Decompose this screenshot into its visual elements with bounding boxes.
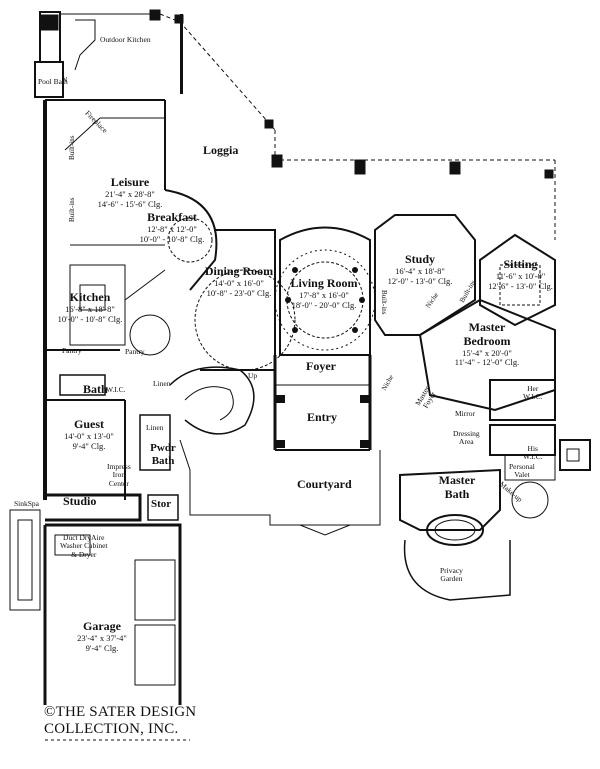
leisure-dim: 21'-4" x 28'-8" (105, 188, 155, 199)
leisure-label: Leisure 21'-4" x 28'-8" 14'-6" - 15'-6" … (85, 175, 175, 209)
bath-label: Bath (83, 382, 108, 396)
study-clg: 12'-0" - 13'-0" Clg. (387, 275, 453, 286)
laundry-label: Duct DryAire Washer Cabinet & Dryer (60, 533, 108, 559)
valet-l2: Valet (514, 470, 530, 480)
breakfast-clg: 10'-0" - 10'-8" Clg. (139, 233, 205, 244)
living-dim: 17'-8" x 16'-0" (299, 289, 349, 300)
impress-l3: Center (108, 478, 129, 488)
privacy-l1: Privacy (440, 566, 463, 575)
master-bedroom-label: Master Bedroom 15'-4" x 20'-0" 11'-4" - … (442, 320, 532, 368)
dining-dim: 14'-0" x 16'-0" (214, 277, 264, 288)
studio-label: Studio (63, 494, 97, 508)
valet-l1: Personal (509, 462, 535, 471)
master-bath-label: Master Bath (432, 473, 482, 502)
laundry-l2: Washer Cabinet (60, 541, 108, 551)
her-wic-label: Her W.I.C. (523, 384, 543, 402)
laundry-l3: & Dryer (71, 549, 97, 559)
leisure-name: Leisure (110, 175, 150, 189)
laundry-l1: Duct DryAire (63, 533, 105, 542)
kitchen-label: Kitchen 16'-8" x 18'-8" 10'-0" - 10'-8" … (55, 290, 125, 324)
her-l2: W.I.C. (523, 392, 543, 402)
wic-label: W.I.C. (106, 385, 126, 394)
living-name: Living Room (290, 276, 358, 290)
garage-clg: 9'-4" Clg. (85, 642, 119, 653)
builtins-leisure-label: Built-ins (68, 135, 76, 160)
dining-label: Dining Room 14'-0" x 16'-0" 10'-8" - 23'… (200, 264, 278, 298)
sinkspa-label: SinkSpa (14, 499, 40, 508)
master-bedroom-clg: 11'-4" - 12'-0" Clg. (454, 357, 520, 368)
sitting-label: Sitting 11'-6" x 10'-0" 12'-6" - 13'-0" … (483, 257, 558, 291)
kitchen-clg: 10'-0" - 10'-8" Clg. (57, 313, 123, 324)
linen-label: Linen (153, 379, 171, 388)
garage-label: Garage 23'-4" x 37'-4" 9'-4" Clg. (62, 619, 142, 653)
his-l2: W.I.C. (523, 452, 543, 462)
linen2-label: Linen (146, 423, 164, 432)
loggia-label: Loggia (203, 143, 239, 157)
pantry2-label: Pantry (125, 347, 145, 356)
breakfast-label: Breakfast 12'-8" x 12'-0" 10'-0" - 10'-8… (133, 210, 211, 244)
privacy-l2: Garden (440, 574, 463, 584)
stair-up-label: Up (248, 371, 258, 380)
impress-l1: Impress (107, 462, 131, 471)
guest-label: Guest 14'-0" x 13'-0" 9'-4" Clg. (58, 417, 120, 451)
sitting-name: Sitting (503, 257, 538, 271)
dining-name: Dining Room (204, 264, 274, 278)
impress-iron-label: Impress Iron Center (107, 462, 131, 488)
copyright-line2: COLLECTION, INC. (44, 721, 179, 738)
study-dim: 16'-4" x 18'-8" (395, 265, 445, 276)
pantry-label: Pantry (62, 346, 82, 355)
builtins-study-label: Built-ins (380, 290, 388, 315)
stor-label: Stor (151, 498, 172, 510)
pool-bath-label: Pool Bath (38, 77, 68, 86)
guest-clg: 9'-4" Clg. (72, 440, 106, 451)
sitting-clg: 12'-6" - 13'-0" Clg. (488, 280, 553, 291)
garage-name: Garage (83, 619, 121, 633)
copyright-logo: ©THE SATER DESIGN COLLECTION, INC. (44, 704, 196, 739)
outdoor-kitchen-label: Outdoor Kitchen (100, 35, 151, 44)
living-clg: 18'-0" - 20'-0" Clg. (291, 299, 357, 310)
his-l1: His (527, 444, 538, 453)
study-label: Study 16'-4" x 18'-8" 12'-0" - 13'-0" Cl… (380, 252, 460, 286)
guest-dim: 14'-0" x 13'-0" (64, 430, 114, 441)
her-l1: Her (527, 384, 539, 393)
dressing-area-label: Dressing Area (453, 429, 480, 447)
study-name: Study (404, 252, 436, 266)
mirror-label: Mirror (455, 409, 475, 418)
his-wic-label: His W.I.C. (523, 444, 543, 462)
builtins-leisure2-label: Built-ins (68, 197, 76, 222)
foyer-label: Foyer (306, 359, 336, 373)
dressing-l2: Area (459, 437, 474, 447)
north-label: N (62, 75, 68, 84)
master-bath-l2: Bath (444, 486, 470, 501)
master-bath-l1: Master (438, 473, 476, 487)
master-bedroom-dim: 15'-4" x 20'-0" (462, 347, 512, 358)
pwdr-line1: Pwdr (150, 442, 176, 454)
privacy-garden-label: Privacy Garden (440, 566, 463, 584)
entry-label: Entry (307, 410, 337, 424)
impress-l2: Iron (112, 470, 126, 480)
master-bedroom-name1: Master (468, 320, 506, 334)
guest-name: Guest (74, 417, 104, 431)
leisure-clg: 14'-6" - 15'-6" Clg. (97, 198, 163, 209)
breakfast-dim: 12'-8" x 12'-0" (147, 223, 197, 234)
copyright-line1: ©THE SATER DESIGN (44, 704, 197, 720)
pwdr-bath-label: Pwdr Bath (149, 442, 177, 467)
living-label: Living Room 17'-8" x 16'-0" 18'-0" - 20'… (283, 276, 365, 310)
sitting-dim: 11'-6" x 10'-0" (495, 270, 546, 281)
courtyard-label: Courtyard (297, 477, 352, 491)
breakfast-name: Breakfast (147, 210, 197, 224)
kitchen-name: Kitchen (69, 290, 111, 304)
pwdr-line2: Bath (151, 454, 175, 467)
kitchen-dim: 16'-8" x 18'-8" (65, 303, 115, 314)
dressing-l1: Dressing (453, 429, 480, 438)
garage-dim: 23'-4" x 37'-4" (77, 632, 127, 643)
master-bedroom-name2: Bedroom (463, 333, 511, 348)
dining-clg: 10'-8" - 23'-0" Clg. (206, 287, 272, 298)
personal-valet-label: Personal Valet (509, 462, 535, 480)
